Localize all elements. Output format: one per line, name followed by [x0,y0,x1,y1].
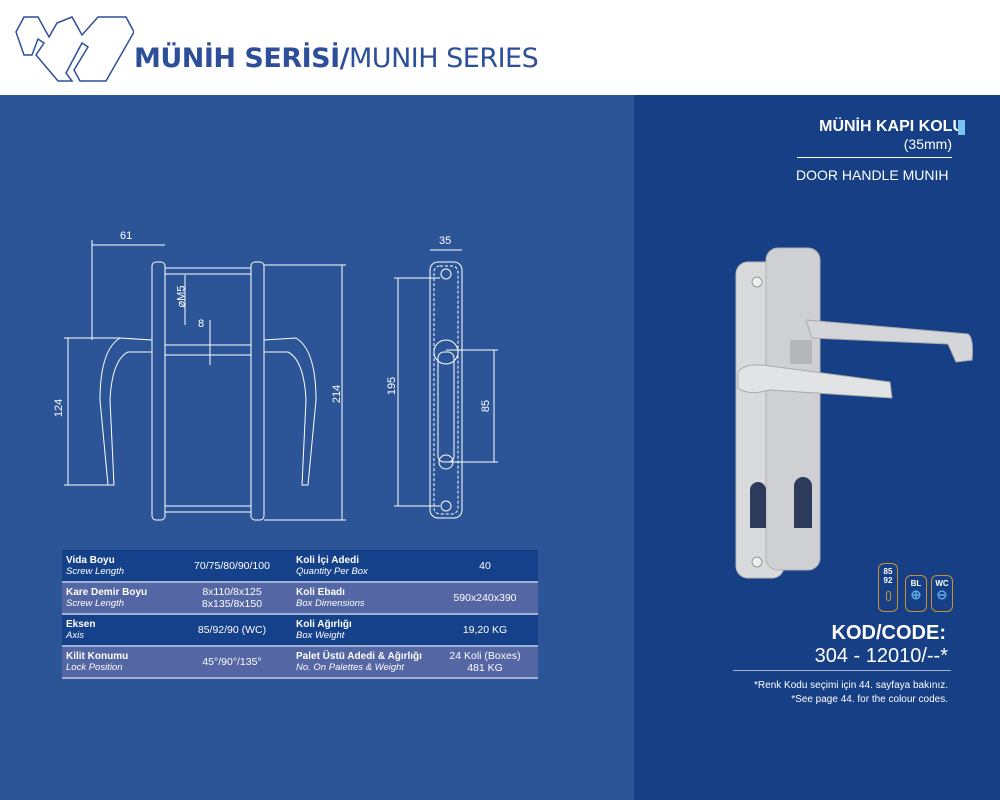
spec-label: Kare Demir Boyu [66,587,148,598]
spec-sublabel: No. On Palettes & Weight [296,662,405,673]
technical-drawing [64,240,498,521]
spec-sublabel: Screw Length [66,565,125,577]
spec-value-cell: 19,20 KG [432,614,538,647]
badge-axis: 85 92 [878,563,898,612]
spec-sublabel: Box Dimensions [296,598,365,609]
page-title: MÜNİH SERİSİ/MUNIH SERIES [134,43,539,74]
spec-value-cell: 24 Koli (Boxes) 481 KG [432,646,538,679]
header: MÜNİH SERİSİ/MUNIH SERIES [0,0,1000,95]
badge-bl: BL ⊕ [905,575,927,612]
divider [733,670,951,671]
side-view [64,240,346,521]
spec-sublabel: Axis [66,630,84,641]
spec-label: Eksen [66,619,96,630]
spec-label: Koli Ağırlığı [296,619,352,630]
dim-width-side: 61 [120,230,133,242]
spec-label: Koli İçi Adedi [296,554,359,566]
note-turkish: *Renk Kodu seçimi için 44. sayfaya bakın… [754,680,948,691]
front-view [394,249,498,519]
spec-value: 40 [479,559,491,572]
badge-wc: WC ⊖ [931,575,953,612]
spec-label: Palet Üstü Adedi & Ağırlığı [296,651,422,662]
keyhole-icon [885,591,891,601]
spec-value-cell: 590x240x390 [432,582,538,615]
product-title: MÜNİH KAPI KOLU [819,118,964,135]
spec-label: Vida Boyu [66,554,115,566]
dim-width-front: 35 [439,235,452,247]
spec-label: Koli Ebadı [296,587,345,598]
spec-value-cell: 45°/90°/135° [172,646,292,679]
product-code: 304 - 12010/--* [814,645,948,667]
spec-value-cell: 40 [432,550,538,583]
title-accent [958,120,965,135]
spec-value: 19,20 KG [462,624,508,636]
spec-value-cell: 85/92/90 (WC) [172,614,292,647]
divider [797,157,952,158]
product-description: DOOR HANDLE MUNIH [796,167,949,183]
title-turkish: MÜNİH SERİSİ/ [134,43,350,74]
bathroom-lock-icon: ⊕ [910,587,922,602]
product-size: (35mm) [903,136,952,152]
spec-value: 8x110/8x125 8x135/8x150 [201,586,263,610]
spec-sublabel: Lock Position [66,662,123,673]
spec-value-cell: 70/75/80/90/100 [172,550,292,583]
badge-bl-label: BL [910,579,922,588]
badge-axis-label: 85 92 [883,567,893,585]
note-english: *See page 44. for the colour codes. [791,694,948,705]
spec-label: Kilit Konumu [66,651,129,662]
spec-value-cell: 8x110/8x125 8x135/8x150 [172,582,292,615]
title-english: MUNIH SERIES [349,43,539,74]
spec-value: 70/75/80/90/100 [194,559,270,572]
code-label: KOD/CODE: [831,622,946,644]
spec-sublabel: Box Weight [296,630,345,641]
badge-wc-label: WC [935,579,949,588]
wc-lock-icon: ⊖ [936,587,948,602]
spec-sublabel: Quantity Per Box [296,565,368,577]
brand-logo [15,16,134,82]
spec-value: 24 Koli (Boxes) 481 KG [449,650,521,674]
dim-square: 8 [198,318,205,330]
spec-value: 45°/90°/135° [202,656,262,668]
spec-value: 85/92/90 (WC) [197,624,267,636]
spec-value: 590x240x390 [453,592,517,604]
spec-sublabel: Screw Length [66,598,125,609]
technical-panel [0,95,634,800]
